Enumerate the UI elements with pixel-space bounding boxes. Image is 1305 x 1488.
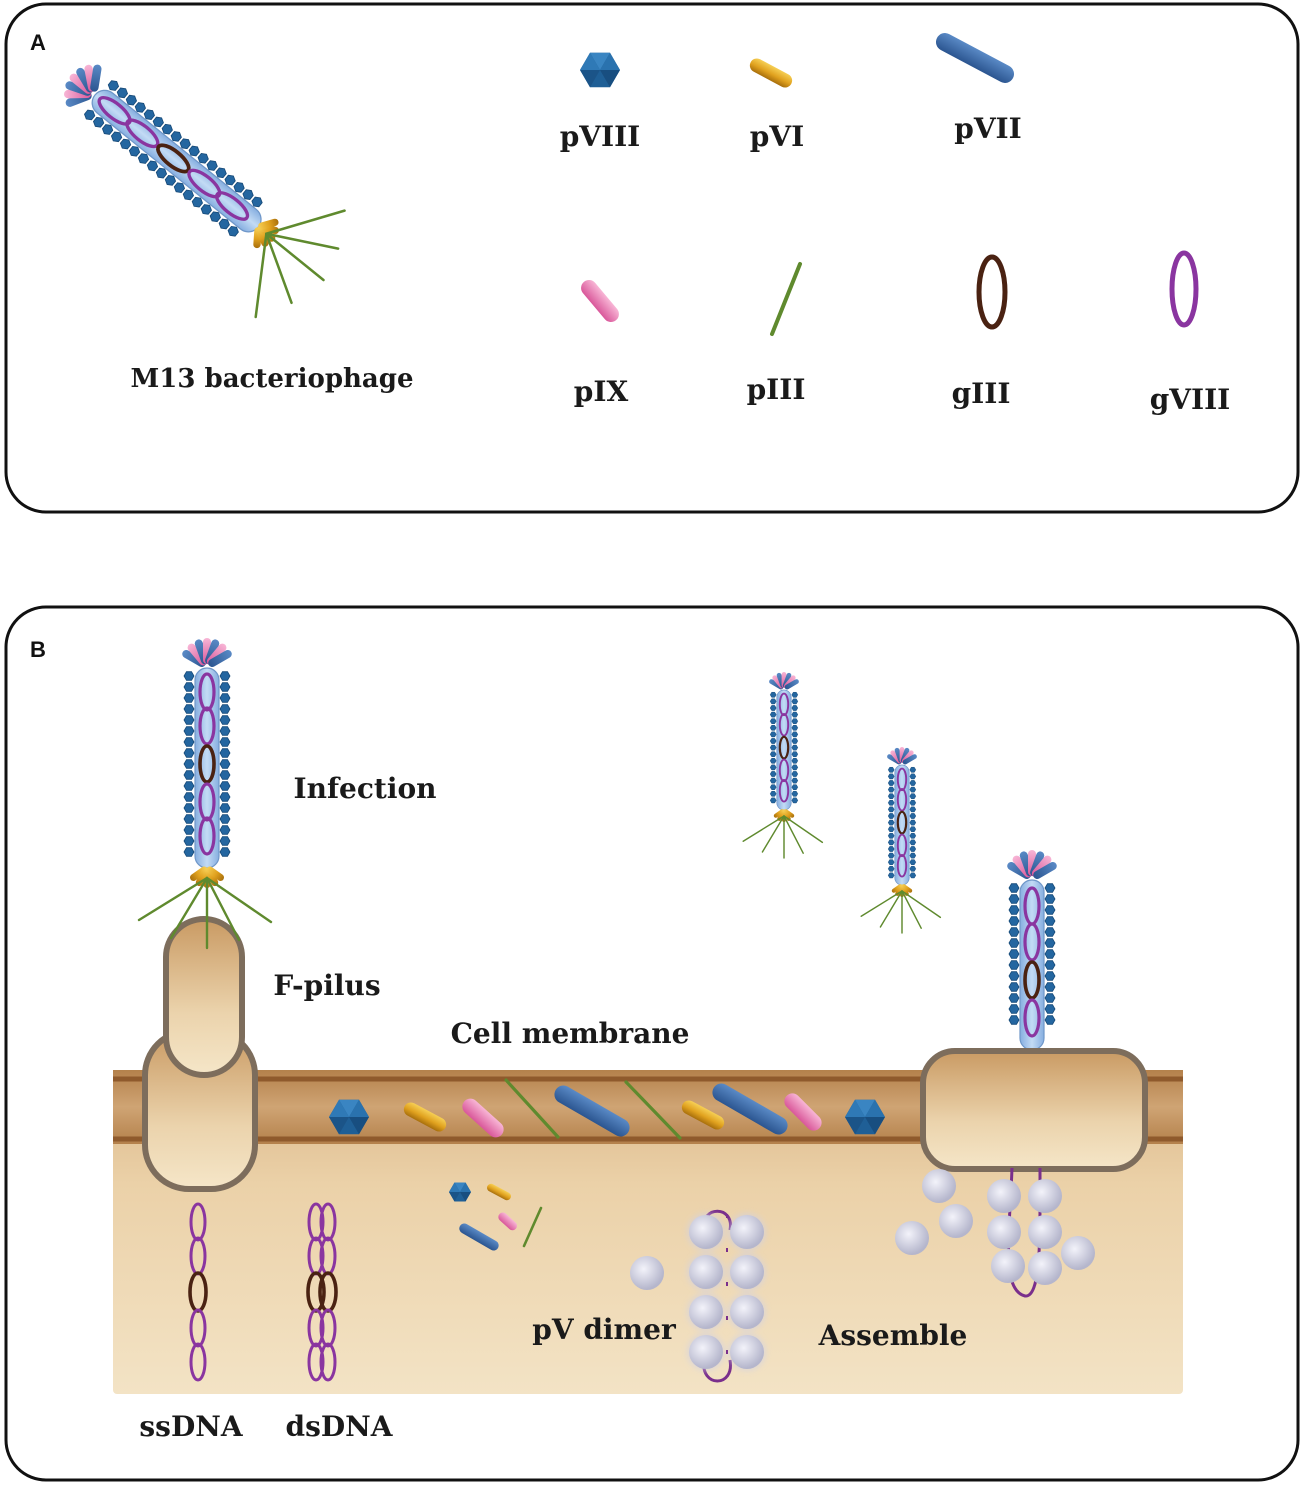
capsule-icon [581, 279, 619, 323]
legend-pvii: pVII [935, 33, 1022, 145]
ssdna-label: ssDNA [139, 1410, 243, 1443]
assemble-label: Assemble [818, 1319, 968, 1352]
f-pilus-label: F-pilus [273, 969, 380, 1002]
panel-a: A M13 bacteriophage pVIII pVI pVII pIX p… [4, 2, 1300, 514]
legend-label-pviii: pVIII [560, 120, 641, 153]
legend-piii: pIII [747, 262, 806, 406]
legend-gviii: gVIII [1150, 250, 1231, 416]
ring-icon [976, 254, 1008, 330]
legend-label-piii: pIII [747, 373, 806, 406]
capsule-icon [749, 58, 793, 88]
legend-pvi: pVI [749, 58, 804, 153]
legend-pviii: pVIII [560, 52, 641, 153]
line-icon [770, 262, 802, 336]
export-pore [920, 1048, 1148, 1172]
legend-label-giii: gIII [952, 377, 1011, 410]
infection-label: Infection [294, 772, 437, 805]
legend-pix: pIX [574, 279, 629, 408]
legend-label-gviii: gVIII [1150, 383, 1231, 416]
cell-membrane-label: Cell membrane [451, 1017, 690, 1050]
legend-giii: gIII [952, 254, 1011, 410]
panel-b-letter: B [30, 637, 46, 662]
cytoplasm [113, 1070, 1183, 1394]
panel-a-letter: A [30, 30, 46, 55]
rod-icon [935, 33, 1015, 83]
assembly-complex [895, 1167, 1095, 1298]
pv-dimer-complex [630, 1209, 766, 1383]
membrane-proteins [329, 1078, 885, 1140]
free-proteins [449, 1182, 543, 1251]
legend-label-pix: pIX [574, 375, 629, 408]
dsdna-label: dsDNA [286, 1410, 394, 1443]
legend-label-pvi: pVI [750, 120, 804, 153]
ring-icon [1169, 250, 1199, 328]
panel-b: B [4, 605, 1300, 1482]
legend-label-pvii: pVII [954, 112, 1022, 145]
m13-bacteriophage-label: M13 bacteriophage [131, 364, 414, 394]
pv-dimer-label: pV dimer [532, 1313, 677, 1346]
f-pilus [142, 916, 258, 1192]
